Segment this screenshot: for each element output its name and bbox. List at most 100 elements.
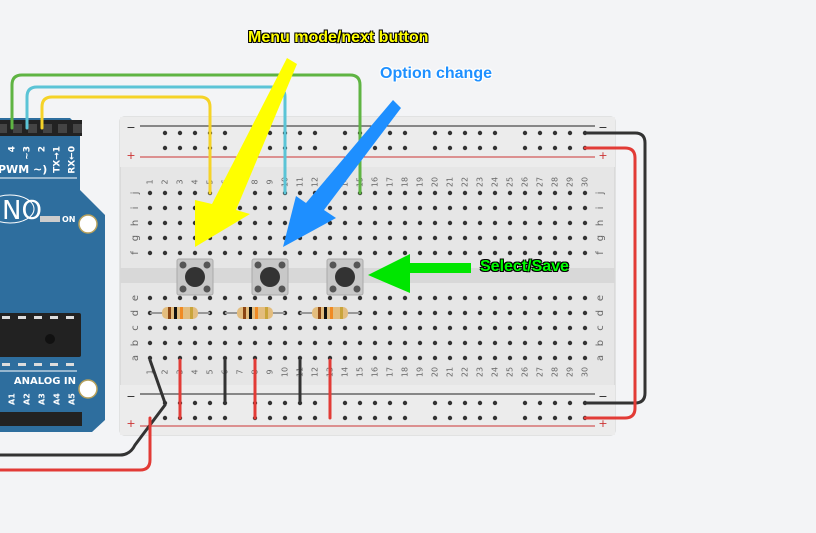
- row-letter: c: [130, 325, 141, 331]
- column-number: 26: [521, 177, 530, 187]
- breadboard-hole: [462, 130, 468, 136]
- red-rail-wire: [583, 146, 637, 420]
- column-number: 23: [476, 177, 485, 187]
- column-number: 25: [506, 177, 515, 187]
- resistor-band: [249, 307, 252, 319]
- row-letter: c: [595, 325, 606, 331]
- breadboard-hole: [252, 325, 258, 331]
- breadboard-hole: [147, 340, 153, 346]
- breadboard-hole: [312, 295, 318, 301]
- breadboard-hole: [567, 235, 573, 241]
- breadboard-hole: [222, 325, 228, 331]
- breadboard-hole: [567, 205, 573, 211]
- breadboard-hole: [462, 340, 468, 346]
- row-letter: g: [595, 235, 606, 241]
- breadboard-hole: [402, 235, 408, 241]
- breadboard-hole: [312, 250, 318, 256]
- option-change-label: Option change: [380, 65, 492, 82]
- breadboard-hole: [282, 295, 288, 301]
- breadboard-hole: [462, 250, 468, 256]
- breadboard-hole: [252, 250, 258, 256]
- row-letter: d: [130, 310, 141, 316]
- breadboard-hole: [552, 340, 558, 346]
- breadboard-hole: [207, 295, 213, 301]
- resistor-band: [318, 307, 321, 319]
- breadboard-hole: [537, 355, 543, 361]
- breadboard-hole: [582, 355, 588, 361]
- breadboard-hole: [372, 415, 378, 421]
- breadboard-hole: [327, 295, 333, 301]
- breadboard-hole: [567, 325, 573, 331]
- breadboard-hole: [552, 130, 558, 136]
- breadboard-hole: [477, 220, 483, 226]
- breadboard-hole: [402, 415, 408, 421]
- breadboard-hole: [147, 295, 153, 301]
- breadboard-hole: [267, 325, 273, 331]
- column-number: 29: [566, 367, 575, 377]
- bottom-power-rail: [120, 385, 615, 435]
- breadboard-hole: [267, 130, 273, 136]
- breadboard-hole: [507, 355, 513, 361]
- column-number: 22: [461, 367, 470, 377]
- breadboard-hole: [417, 190, 423, 196]
- breadboard-hole: [522, 145, 528, 151]
- button-leg: [179, 261, 187, 269]
- breadboard-hole: [432, 220, 438, 226]
- breadboard-hole: [462, 205, 468, 211]
- analog-pin-label: A5: [68, 393, 77, 405]
- breadboard-hole: [447, 325, 453, 331]
- breadboard-hole: [492, 250, 498, 256]
- breadboard-hole: [567, 355, 573, 361]
- breadboard-hole: [312, 355, 318, 361]
- column-number: 18: [401, 177, 410, 187]
- digital-pin-label: 2: [38, 146, 48, 152]
- select-save-label: Select/Save: [480, 258, 569, 275]
- breadboard-hole: [417, 340, 423, 346]
- row-letter: e: [595, 295, 606, 301]
- breadboard-hole: [297, 145, 303, 151]
- breadboard-hole: [222, 415, 228, 421]
- breadboard-hole: [522, 250, 528, 256]
- breadboard-hole: [537, 415, 543, 421]
- breadboard-hole: [522, 205, 528, 211]
- breadboard-hole: [177, 190, 183, 196]
- breadboard-hole: [567, 415, 573, 421]
- breadboard-hole: [312, 235, 318, 241]
- blue-arrow: [283, 100, 401, 247]
- breadboard-hole: [297, 415, 303, 421]
- analog-pin-label: A2: [23, 393, 32, 405]
- breadboard-hole: [177, 130, 183, 136]
- resistor-band: [255, 307, 258, 319]
- breadboard-hole: [237, 220, 243, 226]
- breadboard-hole: [402, 220, 408, 226]
- breadboard-hole: [507, 340, 513, 346]
- menu-button-label: Menu mode/next button: [248, 29, 429, 46]
- breadboard-hole: [207, 400, 213, 406]
- breadboard-hole: [162, 325, 168, 331]
- column-number: 2: [161, 369, 170, 374]
- breadboard-hole: [282, 400, 288, 406]
- breadboard-hole: [552, 295, 558, 301]
- chip-pin: [34, 363, 42, 366]
- digital-pin-label: ~3: [23, 146, 33, 160]
- breadboard-hole: [222, 145, 228, 151]
- breadboard-hole: [507, 310, 513, 316]
- breadboard-hole: [372, 205, 378, 211]
- breadboard-hole: [567, 145, 573, 151]
- column-number: 30: [581, 177, 590, 187]
- breadboard-hole: [147, 205, 153, 211]
- resistor-band: [174, 307, 177, 319]
- resistor-band: [340, 307, 343, 319]
- breadboard-hole: [507, 220, 513, 226]
- green-wire: [10, 73, 362, 195]
- analog-in-label: ANALOG IN: [14, 376, 76, 387]
- breadboard-hole: [552, 325, 558, 331]
- breadboard-hole: [462, 355, 468, 361]
- breadboard-hole: [507, 190, 513, 196]
- breadboard-hole: [387, 250, 393, 256]
- breadboard-hole: [327, 325, 333, 331]
- breadboard-hole: [477, 145, 483, 151]
- breadboard-hole: [402, 310, 408, 316]
- breadboard-hole: [222, 250, 228, 256]
- breadboard-hole: [552, 235, 558, 241]
